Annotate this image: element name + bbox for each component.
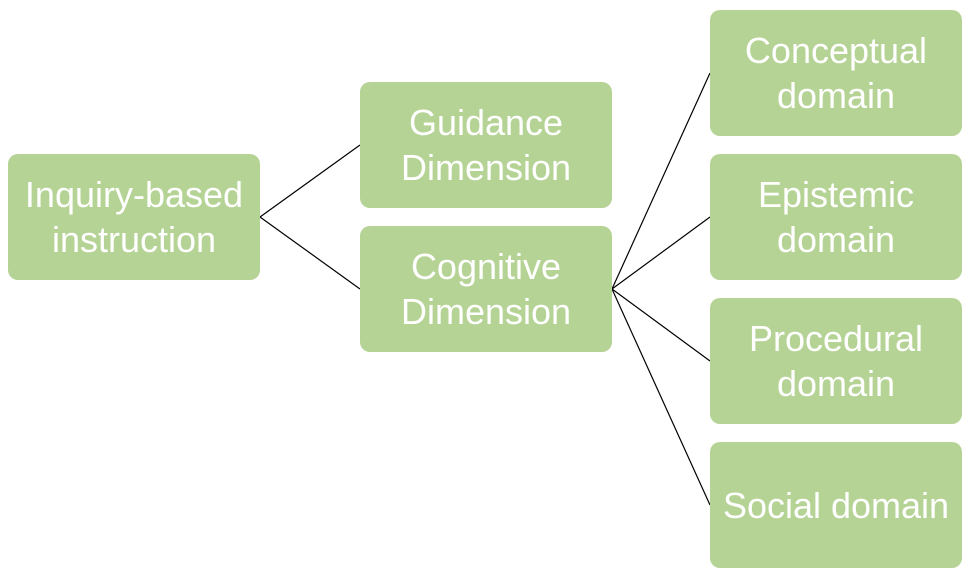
node-label: Guidance Dimension: [400, 102, 572, 188]
node-label: Cognitive Dimension: [400, 246, 572, 332]
node-cognitive-dimension: Cognitive Dimension: [360, 226, 612, 352]
node-conceptual-domain: Conceptual domain: [710, 10, 962, 136]
connector-cognitive-conceptual: [611, 72, 711, 290]
connector-cognitive-procedural: [611, 288, 711, 362]
node-label: Epistemic domain: [757, 174, 915, 260]
connector-root-guidance: [259, 144, 361, 218]
connector-cognitive-social: [611, 288, 711, 506]
node-guidance-dimension: Guidance Dimension: [360, 82, 612, 208]
node-social-domain: Social domain: [710, 442, 962, 568]
node-procedural-domain: Procedural domain: [710, 298, 962, 424]
node-epistemic-domain: Epistemic domain: [710, 154, 962, 280]
node-label: Conceptual domain: [744, 30, 928, 116]
node-label: Social domain: [722, 484, 950, 526]
node-inquiry-based-instruction: Inquiry-based instruction: [8, 154, 260, 280]
connector-root-cognitive: [259, 216, 361, 290]
connector-cognitive-epistemic: [611, 216, 711, 290]
node-label: Inquiry-based instruction: [24, 174, 244, 260]
node-label: Procedural domain: [748, 318, 924, 404]
